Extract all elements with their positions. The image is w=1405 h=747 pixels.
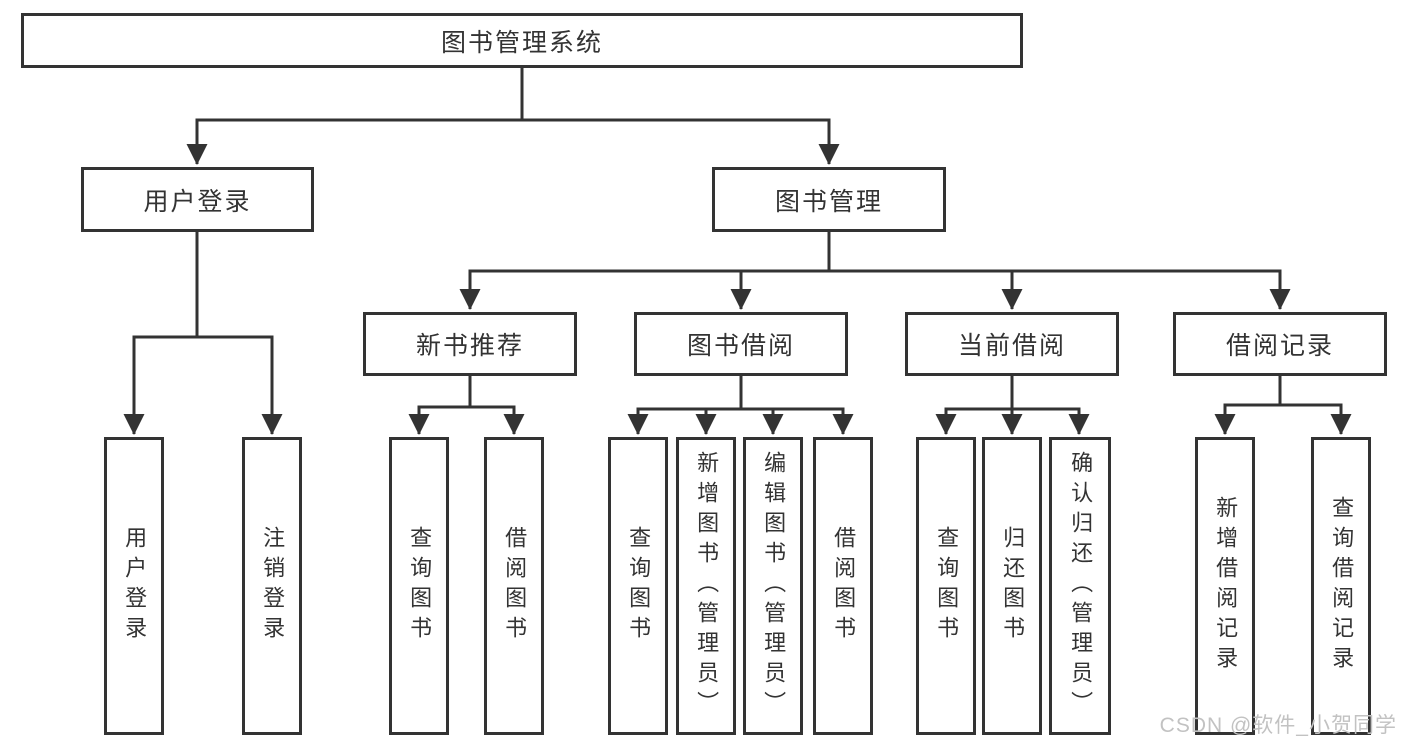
leaf-rec-query-books-label: 查询图书 [407,526,433,646]
leaf-rec-borrow-books-label: 借阅图书 [502,526,528,646]
leaf-return-books-label: 归还图书 [1000,526,1026,646]
leaf-current-query-books-label: 查询图书 [934,526,960,646]
leaf-rec-borrow-books: 借阅图书 [484,437,544,735]
leaf-return-books: 归还图书 [982,437,1042,735]
leaf-edit-books-admin: 编辑图书（管理员） [743,437,803,735]
leaf-user-login-label: 用户登录 [122,526,148,646]
leaf-edit-books-admin-label: 编辑图书（管理员） [761,451,787,721]
leaf-current-query-books: 查询图书 [916,437,976,735]
leaf-query-borrow-record-label: 查询借阅记录 [1329,496,1355,676]
leaf-confirm-return-admin: 确认归还（管理员） [1049,437,1111,735]
leaf-borrow-borrow-books: 借阅图书 [813,437,873,735]
node-book-management: 图书管理 [712,167,946,232]
node-current-borrowing: 当前借阅 [905,312,1119,376]
node-borrowing-records: 借阅记录 [1173,312,1387,376]
leaf-borrow-borrow-books-label: 借阅图书 [831,526,857,646]
leaf-borrow-query-books-label: 查询图书 [626,526,652,646]
leaf-query-borrow-record: 查询借阅记录 [1311,437,1371,735]
leaf-logout-label: 注销登录 [260,526,286,646]
leaf-add-borrow-record-label: 新增借阅记录 [1213,496,1239,676]
csdn-watermark: CSDN @软件_小贺同学 [1159,714,1397,737]
leaf-user-login: 用户登录 [104,437,164,735]
node-new-book-recommendation: 新书推荐 [363,312,577,376]
leaf-add-books-admin: 新增图书（管理员） [676,437,736,735]
leaf-confirm-return-admin-label: 确认归还（管理员） [1068,451,1094,721]
node-book-borrowing: 图书借阅 [634,312,848,376]
leaf-logout: 注销登录 [242,437,302,735]
node-root-library-management-system: 图书管理系统 [21,13,1023,68]
leaf-borrow-query-books: 查询图书 [608,437,668,735]
leaf-rec-query-books: 查询图书 [389,437,449,735]
node-user-login: 用户登录 [81,167,314,232]
leaf-add-borrow-record: 新增借阅记录 [1195,437,1255,735]
leaf-add-books-admin-label: 新增图书（管理员） [694,451,720,721]
